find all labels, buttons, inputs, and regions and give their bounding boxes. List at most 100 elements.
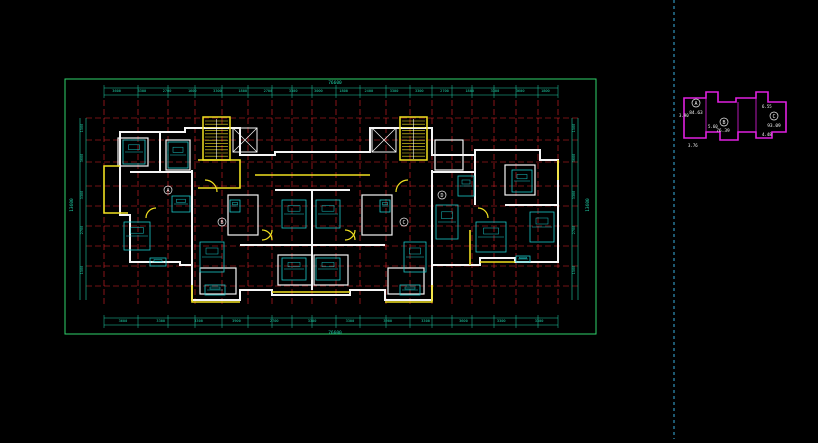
dimension-label-top: 1800 (465, 89, 474, 93)
drawing-frame (64, 78, 597, 335)
furniture-block (475, 221, 507, 253)
dimension-label-right: 3300 (572, 191, 576, 200)
dimension-label-top: 1800 (541, 89, 550, 93)
key-plan-area-c: 93.09 (767, 123, 781, 129)
key-plan-small-area-1: 3.90 (679, 113, 689, 118)
unit-marker-circle (217, 217, 227, 227)
furniture-block (199, 241, 225, 273)
furniture-block (204, 284, 226, 296)
dimension-label-top: 3300 (213, 89, 222, 93)
dimension-label-right: 3600 (572, 154, 576, 163)
key-plan-partitions (705, 98, 757, 132)
dimension-label-top: 2700 (264, 89, 273, 93)
key-plan-label-c: C (772, 114, 775, 120)
dimension-label-top: 1600 (188, 89, 197, 93)
dimension-label-left: 1500 (80, 124, 84, 133)
dimension-label-right: 2700 (572, 226, 576, 235)
furniture-block (171, 195, 191, 213)
balconies (103, 159, 559, 303)
key-plan-small-area-3: 6.55 (762, 104, 772, 109)
dimension-label-bottom: 3300 (156, 319, 165, 323)
key-plan-area-b: 76.39 (716, 128, 730, 134)
furniture-block (315, 257, 341, 281)
furniture-block (399, 284, 421, 296)
furniture-block (457, 175, 475, 197)
dimension-label-bottom: 3600 (119, 319, 128, 323)
unit-marker-label: C (402, 220, 405, 226)
axis-grid (86, 100, 580, 306)
dimension-label-bottom: 3300 (497, 319, 506, 323)
unit-marker-circle (163, 185, 173, 195)
unit-marker-circle (399, 217, 409, 227)
furniture-block (281, 199, 307, 229)
furniture-block (435, 204, 459, 240)
dimension-label-left: 3300 (80, 191, 84, 200)
dimension-label-right: 1500 (572, 266, 576, 275)
overall-dim-bottom: 76600 (328, 330, 342, 336)
dimension-label-top: 3600 (516, 89, 525, 93)
key-plan-thumbnail: A 84.63 B 76.39 C 93.09 3.90 5.60 6.55 4… (679, 91, 787, 148)
dimension-label-top: 2400 (365, 89, 374, 93)
furniture-block (281, 257, 307, 281)
furniture-block (122, 139, 146, 165)
stair-treads (205, 119, 425, 159)
dimension-label-bottom: 3300 (194, 319, 203, 323)
furniture-block (167, 141, 189, 169)
key-plan-small-area-4: 4.48 (762, 132, 772, 137)
furniture-block (515, 255, 531, 263)
unit-marker-label: B (220, 220, 223, 226)
dimension-label-top: 2700 (163, 89, 172, 93)
stair-core-right (371, 116, 428, 161)
bottom-dimension-labels: 3600 3300 3300 3900 2700 3300 3300 3900 3300 3600… (119, 319, 544, 323)
top-dimension-labels: 3600 3300 2700 1600 3300 1800 2700 3300 3000 1800… (112, 89, 549, 93)
building-walls (119, 127, 559, 301)
key-plan-marker-b (719, 117, 729, 127)
furniture-block (511, 169, 533, 193)
dimension-label-right: 1500 (572, 124, 576, 133)
dimension-label-bottom: 3300 (421, 319, 430, 323)
key-plan-label-a: A (694, 101, 697, 107)
dimension-label-top: 3600 (112, 89, 121, 93)
dimension-label-top: 1800 (238, 89, 247, 93)
interior-partitions (117, 137, 536, 295)
dimension-label-bottom: 3300 (346, 319, 355, 323)
dimension-label-bottom: 2700 (270, 319, 279, 323)
furniture-block (529, 211, 555, 243)
dimension-label-bottom: 3900 (232, 319, 241, 323)
door-swings (145, 179, 489, 241)
furniture-block (123, 221, 151, 251)
dimension-label-bottom: 3300 (308, 319, 317, 323)
unit-marker-circle (437, 190, 447, 200)
furniture-block (379, 199, 391, 213)
dimension-label-bottom: 3600 (459, 319, 468, 323)
stair-core-left (202, 116, 258, 161)
key-plan-label-b: B (722, 120, 725, 126)
overall-dim-top: 76600 (328, 80, 342, 86)
dimension-label-left: 1500 (80, 266, 84, 275)
dimension-label-bottom: 3300 (535, 319, 544, 323)
furniture-block (149, 257, 167, 267)
furniture-block (229, 199, 241, 213)
key-plan-small-area-5: 3.76 (688, 143, 698, 148)
dimension-label-left: 3600 (80, 154, 84, 163)
furniture-block (403, 241, 427, 273)
dimension-lines (79, 85, 579, 328)
dimension-label-bottom: 3900 (383, 319, 392, 323)
key-plan-marker-a (691, 98, 701, 108)
dimension-label-top: 2700 (440, 89, 449, 93)
dimension-label-top: 1800 (339, 89, 348, 93)
key-plan-marker-c (769, 111, 779, 121)
dimension-label-top: 3300 (138, 89, 147, 93)
key-plan-area-a: 84.63 (689, 110, 703, 116)
furniture-blocks (122, 139, 555, 296)
dimension-label-top: 3300 (491, 89, 500, 93)
dimension-label-top: 3300 (289, 89, 298, 93)
dimension-label-top: 3300 (390, 89, 399, 93)
dimension-label-top: 3000 (314, 89, 323, 93)
dimension-label-top: 3300 (415, 89, 424, 93)
overall-dim-right: 13600 (585, 198, 591, 212)
